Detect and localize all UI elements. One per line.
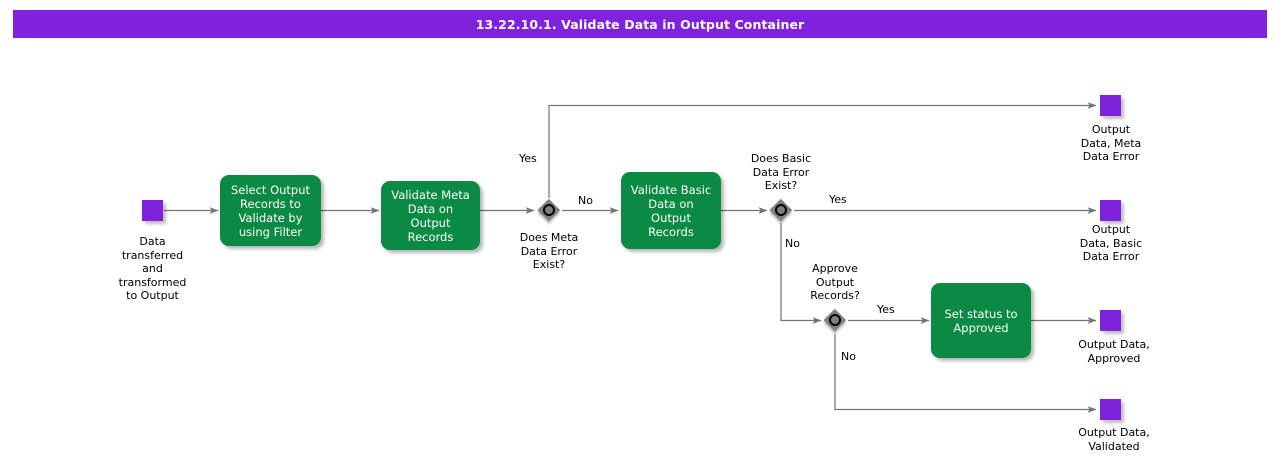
end-event-validated-label: Output Data, Validated xyxy=(1078,426,1150,453)
gateway-basic-data-error-label: Does Basic Data Error Exist? xyxy=(750,152,812,192)
edge-label-g2-no: No xyxy=(785,237,800,250)
gateway-event-ring-icon xyxy=(543,204,555,216)
end-event-approved[interactable] xyxy=(1100,310,1121,331)
gateway-basic-data-error[interactable] xyxy=(769,198,793,222)
start-event-label: Data transferred and transformed to Outp… xyxy=(118,235,187,302)
end-event-approved-label: Output Data, Approved xyxy=(1078,338,1150,365)
edge-label-g1-yes: Yes xyxy=(519,152,537,165)
edge-label-g1-no: No xyxy=(578,194,593,207)
end-event-basic-data-error-label: Output Data, Basic Data Error xyxy=(1079,223,1143,263)
edge-label-g3-no: No xyxy=(841,350,856,363)
gateway-event-ring-icon xyxy=(775,204,787,216)
page-title: 13.22.10.1. Validate Data in Output Cont… xyxy=(13,10,1267,38)
task-validate-basic-data[interactable]: Validate Basic Data on Output Records xyxy=(621,172,721,249)
gateway-approve-output-records-label: Approve Output Records? xyxy=(810,262,860,302)
gateway-approve-output-records[interactable] xyxy=(823,308,847,332)
task-select-output-records[interactable]: Select Output Records to Validate by usi… xyxy=(220,175,321,246)
end-event-meta-data-error[interactable] xyxy=(1100,95,1121,116)
start-event-node[interactable] xyxy=(142,200,163,221)
gateway-meta-data-error-label: Does Meta Data Error Exist? xyxy=(519,231,579,271)
task-validate-meta-data[interactable]: Validate Meta Data on Output Records xyxy=(381,181,480,250)
gateway-meta-data-error[interactable] xyxy=(537,198,561,222)
gateway-event-ring-icon xyxy=(829,314,841,326)
end-event-meta-data-error-label: Output Data, Meta Data Error xyxy=(1080,123,1142,163)
edge-label-g2-yes: Yes xyxy=(829,193,847,206)
task-set-status-approved[interactable]: Set status to Approved xyxy=(931,283,1031,358)
edge-label-g3-yes: Yes xyxy=(877,303,895,316)
end-event-basic-data-error[interactable] xyxy=(1100,200,1121,221)
end-event-validated[interactable] xyxy=(1100,399,1121,420)
